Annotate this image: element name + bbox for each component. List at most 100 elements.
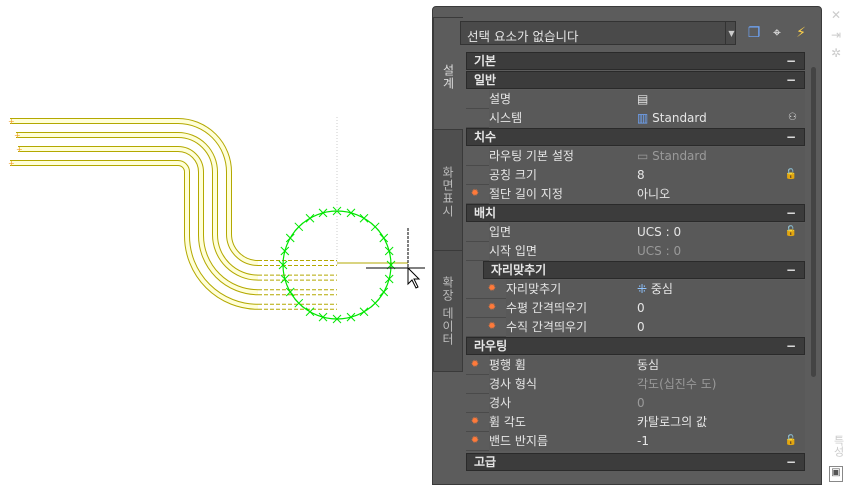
properties-palette: 설계 화면표시 확장 데이터 선택 요소가 없습니다 ▼ ❐ ⌖ ⚡ 기본− 일… (432, 6, 822, 485)
prop-value[interactable]: 카탈로그의 값 (633, 413, 805, 432)
collapse-icon[interactable]: − (785, 455, 796, 469)
section-basic[interactable]: 기본− (466, 52, 805, 70)
scrollbar[interactable] (811, 67, 816, 377)
prop-value[interactable]: 0 (633, 318, 805, 337)
property-grid: 기본− 일반− 설명▤ 시스템▥ Standard⚇ 치수− 라우팅 기본 설정… (466, 52, 805, 472)
section-label: 치수 (474, 130, 497, 144)
routing-pref-icon: ▭ (637, 149, 653, 163)
section-placement[interactable]: 배치 − (466, 204, 805, 222)
varies-icon: ✹ (470, 435, 480, 446)
palette-title: 특성 (832, 435, 845, 457)
add-to-selection-icon[interactable]: ❐ (747, 25, 761, 41)
section-label: 자리맞추기 (491, 263, 547, 277)
collapse-icon[interactable]: − (785, 73, 796, 87)
prop-value[interactable]: 동심 (633, 356, 805, 375)
pick-point-icon[interactable]: ⌖ (773, 25, 781, 41)
varies-icon: ✹ (487, 283, 497, 294)
prop-name: 라우팅 기본 설정 (489, 147, 634, 166)
section-label: 배치 (474, 206, 497, 220)
selection-dropdown[interactable]: 선택 요소가 없습니다 (460, 21, 736, 45)
prop-value[interactable]: 아니오 (633, 185, 805, 204)
section-label: 일반 (474, 73, 497, 87)
pipe[interactable]: + (16, 145, 337, 296)
settings-icon[interactable]: ✲ (830, 46, 842, 60)
close-icon[interactable]: ✕ (830, 8, 842, 22)
prop-name: 입면 (489, 223, 634, 242)
prop-value[interactable]: ⁜ 중심 (633, 280, 805, 299)
svg-text:+: + (14, 131, 21, 140)
prop-value: 0 (633, 394, 805, 413)
palette-title-strip: ✕ ⇥ ✲ 특성 ▣ (822, 6, 850, 485)
prop-value[interactable]: 0 (633, 299, 805, 318)
prop-name: 자리맞추기 (506, 280, 634, 299)
collapse-icon[interactable]: − (785, 206, 796, 220)
section-advanced[interactable]: 고급− (466, 453, 805, 471)
collapse-icon[interactable]: − (785, 263, 796, 277)
svg-text:+: + (8, 159, 15, 168)
prop-value[interactable]: UCS : 0 🔓 (633, 223, 805, 242)
varies-icon: ✹ (470, 188, 480, 199)
prop-name: 시작 입면 (489, 242, 634, 261)
nominal-size-value: 8 (637, 168, 645, 182)
justify-value: 중심 (650, 282, 673, 296)
drawing-canvas[interactable]: ++++ (0, 0, 430, 489)
row-routing-pref[interactable]: 라우팅 기본 설정▭ Standard (466, 147, 805, 166)
prop-value: UCS : 0 (633, 242, 805, 261)
binoculars-icon[interactable]: ⚇ (788, 112, 797, 123)
tab-design[interactable]: 설계 (433, 17, 463, 137)
prop-value: 각도(십진수 도) (633, 375, 805, 394)
row-description[interactable]: 설명▤ (466, 90, 805, 109)
prop-name: 공칭 크기 (489, 166, 634, 185)
description-editor-icon[interactable]: ▤ (637, 92, 649, 106)
row-justify[interactable]: ✹ 자리맞추기⁜ 중심 (466, 280, 805, 299)
varies-icon: ✹ (487, 321, 497, 332)
radius-grip-circle[interactable] (278, 206, 396, 324)
varies-icon: ✹ (470, 416, 480, 427)
lock-icon[interactable]: 🔓 (784, 226, 797, 237)
section-justify[interactable]: 자리맞추기 − (483, 261, 805, 279)
selection-value: 선택 요소가 없습니다 (467, 29, 579, 44)
prop-value[interactable]: ▥ Standard⚇ (633, 109, 805, 128)
pipe[interactable]: + (14, 131, 337, 281)
section-dimensions[interactable]: 치수 − (466, 128, 805, 146)
prop-name: 시스템 (489, 109, 634, 128)
svg-text:+: + (8, 117, 15, 126)
prop-value[interactable]: ▤ (633, 90, 805, 109)
system-value: Standard (652, 111, 707, 125)
section-label: 라우팅 (474, 339, 508, 353)
prop-value[interactable]: 8🔓 (633, 166, 805, 185)
section-routing[interactable]: 라우팅 − (466, 337, 805, 355)
chevron-down-icon[interactable]: ▼ (725, 21, 737, 45)
auto-hide-icon[interactable]: ⇥ (830, 28, 842, 42)
collapse-icon[interactable]: − (785, 130, 796, 144)
tab-extended-data[interactable]: 확장 데이터 (433, 250, 463, 372)
lock-icon[interactable]: 🔓 (784, 435, 797, 446)
collapse-icon[interactable]: − (785, 54, 796, 68)
routing-pref-value: Standard (652, 149, 707, 163)
section-general[interactable]: 일반 − (466, 71, 805, 89)
prop-name: 수직 간격띄우기 (506, 318, 634, 337)
collapse-icon[interactable]: − (785, 339, 796, 353)
row-bend-radius[interactable]: ✹밴드 반지름-1🔓 (466, 432, 805, 451)
bend-radius-value: -1 (637, 434, 649, 448)
quick-select-icon[interactable]: ⚡ (796, 25, 806, 41)
crosshair-cursor-icon (366, 228, 425, 289)
prop-value[interactable]: -1 🔓 (633, 432, 805, 451)
lock-icon[interactable]: 🔓 (784, 169, 797, 180)
tab-display[interactable]: 화면표시 (433, 129, 463, 254)
row-system[interactable]: 시스템▥ Standard⚇ (466, 109, 805, 128)
elevation-value: UCS : 0 (637, 225, 682, 239)
properties-icon[interactable]: ▣ (829, 466, 843, 482)
pipe[interactable]: + (8, 117, 337, 266)
varies-icon: ✹ (487, 302, 497, 313)
